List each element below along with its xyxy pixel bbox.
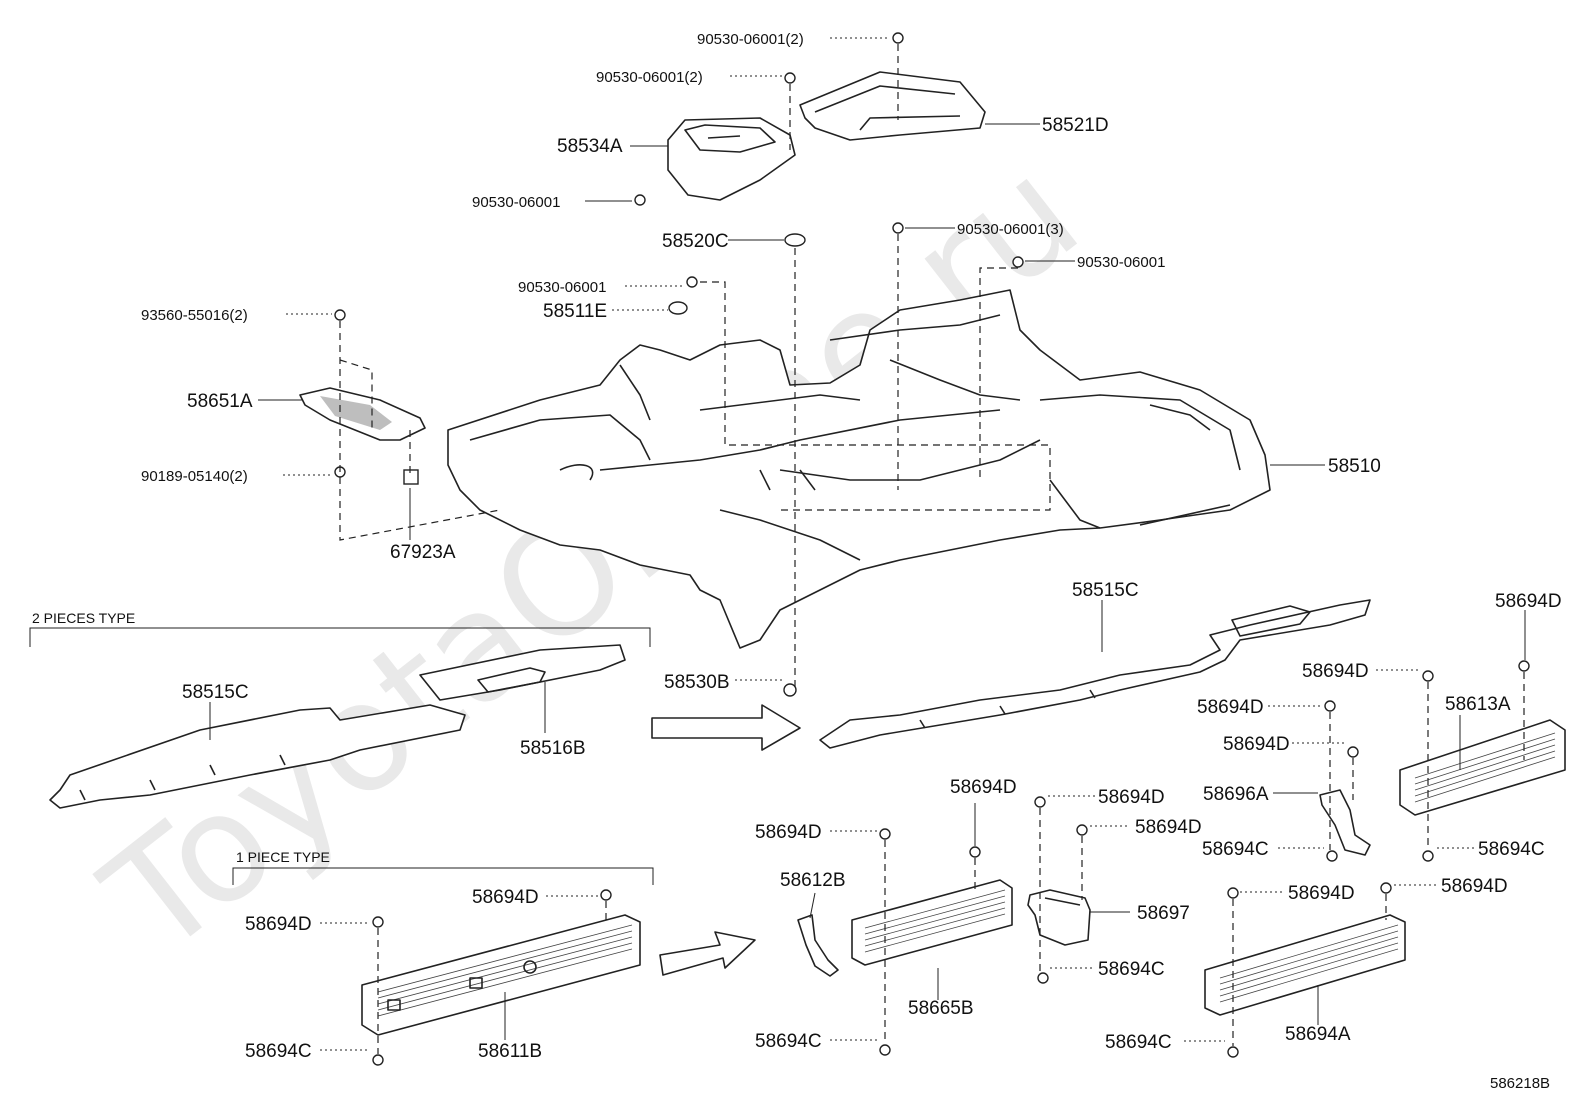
- label-58694D-9: 58694D: [1288, 883, 1355, 904]
- label-58694C-5: 58694C: [1105, 1032, 1172, 1053]
- part-58665B-scuff-plate: [851, 879, 1013, 966]
- part-58515C-left-piece: [49, 704, 466, 809]
- part-labels: 90530-06001(2) 90530-06001(2) 58521D 585…: [32, 31, 1562, 1092]
- label-58694D-6: 58694D: [1098, 787, 1165, 808]
- part-58696A-bracket: [1319, 789, 1371, 856]
- label-58515C-one-piece: 58515C: [1072, 580, 1139, 601]
- label-58612B: 58612B: [780, 870, 846, 891]
- label-90530-06001-b: 90530-06001: [1077, 254, 1165, 271]
- watermark: ToyotaOnline.ru: [74, 126, 1110, 989]
- label-58694D-10: 58694D: [1441, 876, 1508, 897]
- label-90530-06001-a: 90530-06001: [472, 194, 560, 211]
- label-two-pieces-type: 2 PIECES TYPE: [32, 610, 135, 626]
- label-58694C-6: 58694C: [245, 1041, 312, 1062]
- label-58694A: 58694A: [1285, 1024, 1351, 1045]
- part-58613A-scuff-plate: [1399, 719, 1566, 816]
- label-58520C: 58520C: [662, 231, 729, 252]
- part-58651A-grille: [299, 387, 426, 441]
- label-58521D: 58521D: [1042, 115, 1109, 136]
- label-58516B: 58516B: [520, 738, 586, 759]
- label-58510: 58510: [1328, 456, 1381, 477]
- label-90530-06001-c: 90530-06001: [518, 279, 606, 296]
- part-58612B-bracket: [797, 914, 839, 977]
- label-58694D-3: 58694D: [1197, 697, 1264, 718]
- label-58651A: 58651A: [187, 391, 253, 412]
- label-58697: 58697: [1137, 903, 1190, 924]
- label-58511E: 58511E: [543, 301, 607, 322]
- label-58515C-two-piece: 58515C: [182, 682, 249, 703]
- label-58694D-11: 58694D: [472, 887, 539, 908]
- label-58694D-1: 58694D: [1495, 591, 1562, 612]
- label-90530-06001-2-second: 90530-06001(2): [596, 69, 703, 86]
- part-58697-bracket: [1027, 889, 1091, 946]
- label-58534A: 58534A: [557, 136, 623, 157]
- label-58694D-2: 58694D: [1302, 661, 1369, 682]
- label-58665B: 58665B: [908, 998, 974, 1019]
- arrow-one-piece-to-parts: [659, 931, 756, 976]
- part-58521D-cover: [799, 71, 986, 141]
- assembly-dash-lines: [339, 44, 1525, 1054]
- label-58694C-2: 58694C: [1478, 839, 1545, 860]
- label-90530-06001-2-top: 90530-06001(2): [697, 31, 804, 48]
- part-58694A-scuff-plate: [1204, 914, 1406, 1016]
- leader-lines: [209, 37, 1526, 1051]
- part-58516B-right-piece: [419, 644, 626, 701]
- label-58694D-12: 58694D: [245, 914, 312, 935]
- label-58694D-7: 58694D: [1135, 817, 1202, 838]
- label-58694D-5: 58694D: [950, 777, 1017, 798]
- label-58694C-3: 58694C: [1098, 959, 1165, 980]
- label-58530B: 58530B: [664, 672, 730, 693]
- part-58534A-console-box: [667, 117, 796, 201]
- label-58694C-1: 58694C: [1202, 839, 1269, 860]
- label-93560-55016-2: 93560-55016(2): [141, 307, 248, 324]
- label-58694C-4: 58694C: [755, 1031, 822, 1052]
- label-67923A: 67923A: [390, 542, 456, 563]
- part-58515C-one-piece: [819, 599, 1371, 749]
- label-one-piece-type: 1 PIECE TYPE: [236, 849, 330, 865]
- figure-code: 586218B: [1490, 1075, 1550, 1092]
- part-58510-floor-carpet: [447, 289, 1271, 649]
- label-58611B: 58611B: [478, 1041, 542, 1062]
- label-58696A: 58696A: [1203, 784, 1269, 805]
- label-58694D-8: 58694D: [755, 822, 822, 843]
- type-group-brackets: [29, 627, 654, 885]
- label-58613A: 58613A: [1445, 694, 1511, 715]
- arrow-two-to-one-piece: [651, 704, 801, 751]
- label-58694D-4: 58694D: [1223, 734, 1290, 755]
- label-90530-06001-3: 90530-06001(3): [957, 221, 1064, 238]
- part-58611B-scuff-plate: [361, 914, 641, 1036]
- part-67923A-clip: [403, 469, 419, 485]
- label-90189-05140-2: 90189-05140(2): [141, 468, 248, 485]
